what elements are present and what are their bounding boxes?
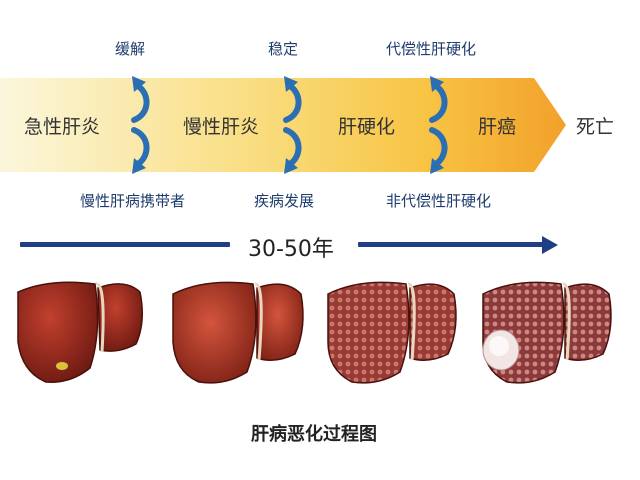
stage-cirrhosis: 肝硬化 [338, 116, 396, 138]
stage-liver-cancer: 肝癌 [478, 116, 517, 138]
note-disease-progression: 疾病发展 [254, 192, 315, 210]
note-stable: 稳定 [268, 40, 299, 58]
note-chronic-carrier: 慢性肝病携带者 [80, 192, 186, 210]
diagram-caption: 肝病恶化过程图 [251, 424, 377, 445]
branch-arrow-icon [131, 76, 150, 174]
timeline-line-right [358, 242, 544, 247]
cancerous-liver-icon [482, 281, 612, 384]
cirrhotic-liver-icon [327, 281, 457, 384]
stage-chronic-hepatitis: 慢性肝炎 [183, 116, 260, 138]
branch-arrow-icon [283, 76, 302, 174]
timeline-arrowhead-icon [542, 236, 558, 254]
note-compensated-cirrhosis: 代偿性肝硬化 [386, 40, 477, 58]
timeline-label: 30-50年 [248, 237, 334, 262]
stage-death: 死亡 [576, 116, 615, 138]
healthy-liver-icon [17, 281, 143, 383]
inflamed-liver-icon [172, 281, 304, 384]
timeline-line-left [20, 242, 230, 247]
note-decompensated-cirrhosis: 非代偿性肝硬化 [386, 192, 492, 210]
stage-acute-hepatitis: 急性肝炎 [24, 116, 101, 138]
note-remission: 缓解 [115, 40, 146, 58]
branch-arrow-icon [429, 76, 448, 174]
progression-band [0, 78, 566, 172]
